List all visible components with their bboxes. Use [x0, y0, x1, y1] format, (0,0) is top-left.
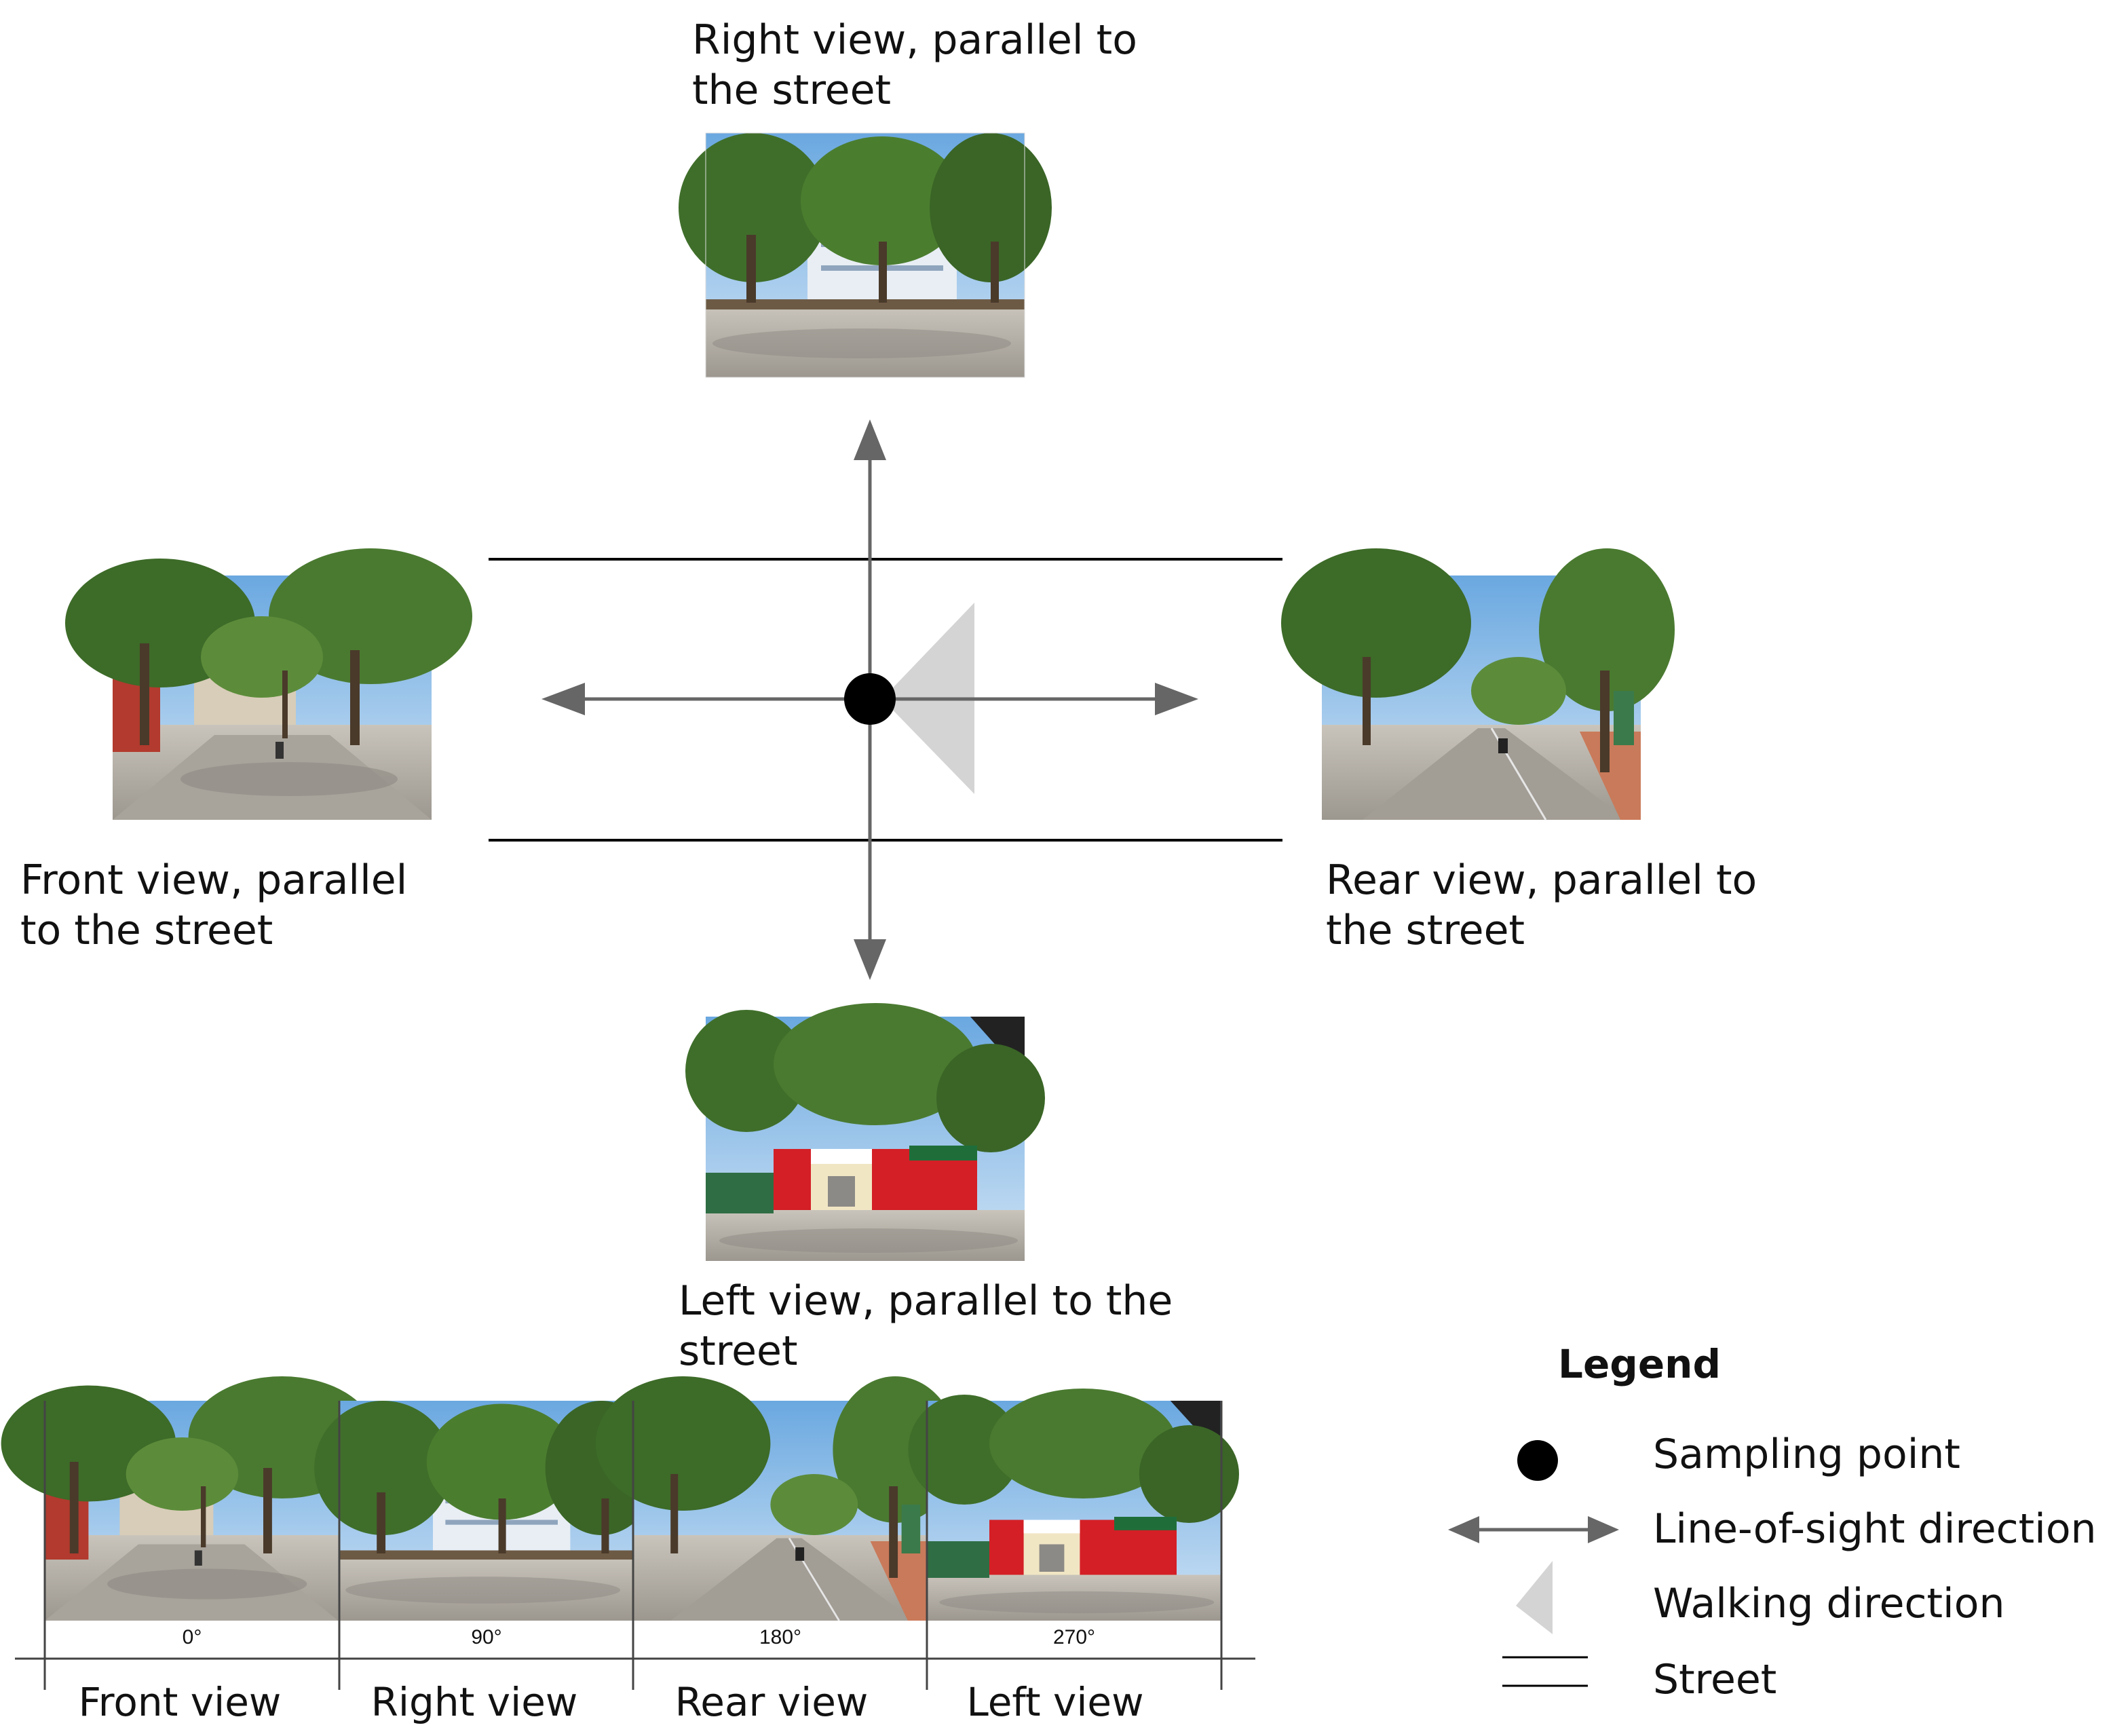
line-of-sight-arrows — [541, 419, 1198, 980]
legend-item-line-of-sight: Line-of-sight direction — [1653, 1505, 2097, 1553]
panorama-angle-label: 90° — [471, 1626, 502, 1648]
front-view-photo — [65, 548, 472, 820]
panorama-strip — [1, 1375, 1255, 1690]
right-view-label: Right view, parallel to the street — [692, 16, 1137, 114]
panorama-view-name: Right view — [370, 1679, 578, 1725]
legend-walking-direction-icon — [1516, 1561, 1553, 1634]
legend-item-walking-direction: Walking direction — [1653, 1580, 2005, 1627]
panorama-view-name: Rear view — [674, 1679, 869, 1725]
legend-item-street: Street — [1653, 1656, 1777, 1703]
panorama-angle-label: 270° — [1052, 1626, 1096, 1648]
front-view-label: Front view, parallel to the street — [20, 856, 408, 954]
right-view-photo — [679, 132, 1052, 378]
panorama-angle-label: 180° — [759, 1626, 802, 1648]
legend-sampling-point-icon — [1517, 1440, 1558, 1481]
legend-line-of-sight-icon — [1448, 1516, 1619, 1543]
rear-view-label: Rear view, parallel to the street — [1326, 856, 1757, 954]
panorama-angle-label: 0° — [182, 1626, 202, 1648]
panorama-view-name: Left view — [966, 1679, 1144, 1725]
legend-street-icon — [1502, 1656, 1588, 1687]
left-view-label: Left view, parallel to the street — [679, 1277, 1173, 1375]
panorama-view-name: Front view — [78, 1679, 282, 1725]
left-view-photo — [685, 1003, 1045, 1261]
legend-title: Legend — [1558, 1341, 1721, 1387]
sampling-point — [844, 673, 896, 725]
legend-item-sampling-point: Sampling point — [1653, 1431, 1960, 1478]
rear-view-photo — [1280, 547, 1676, 821]
